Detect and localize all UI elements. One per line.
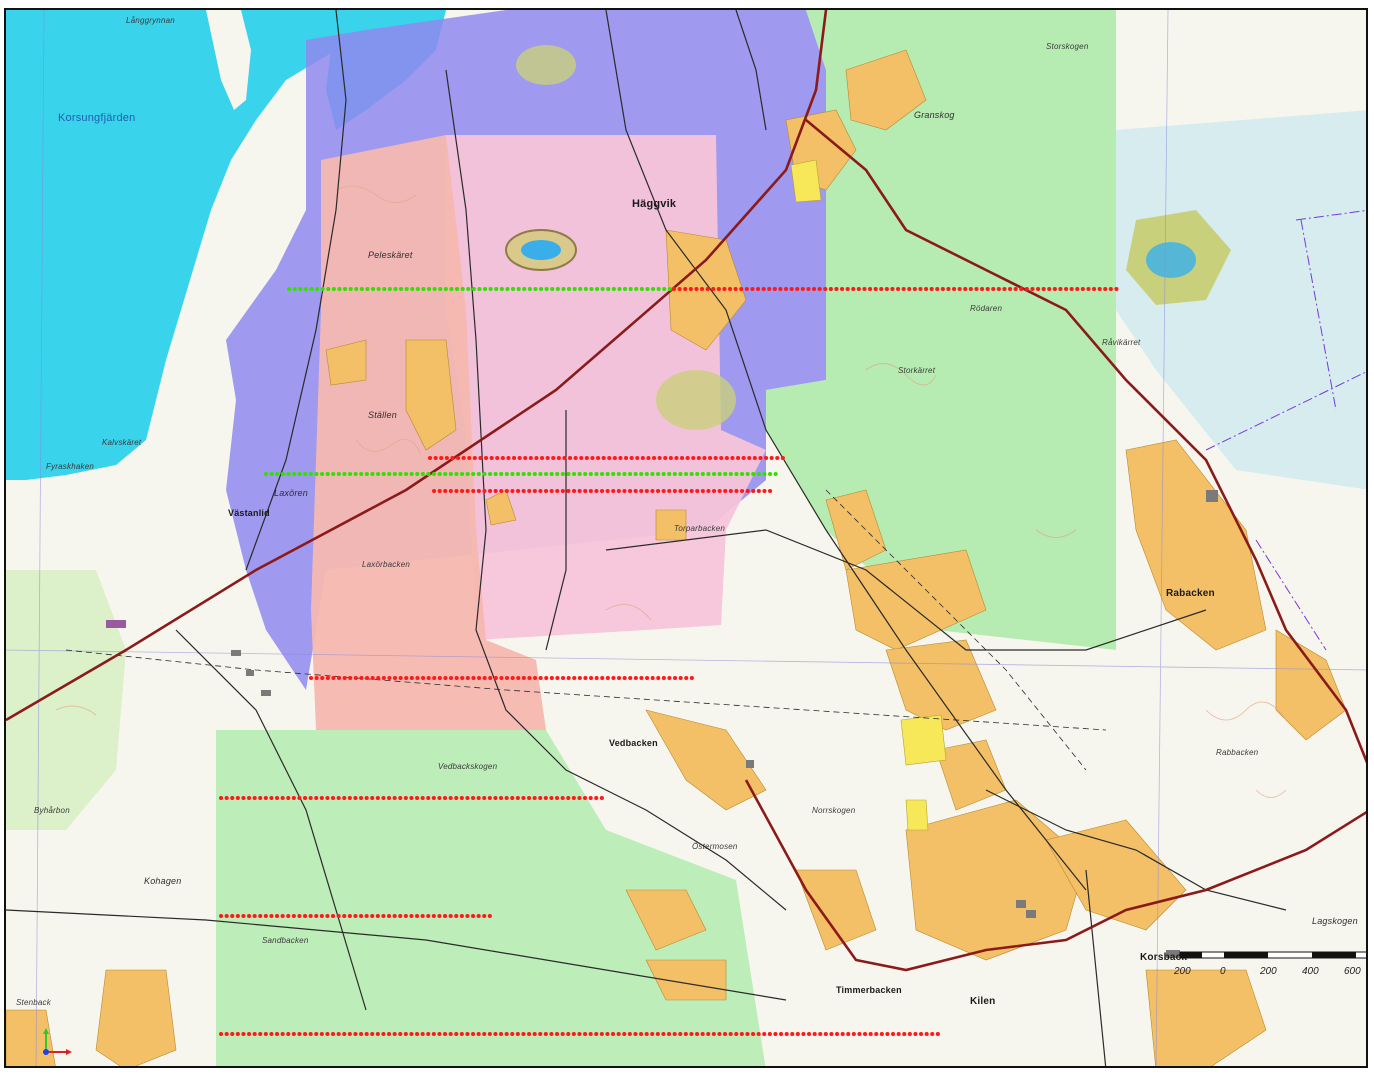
label-stenback: Stenback [16,998,51,1007]
label-norrskogen: Norrskogen [812,806,856,815]
label-vedbacken: Vedbacken [609,738,658,748]
label-haggvik: Häggvik [632,198,677,210]
label-storkarret: Storkärret [898,366,936,375]
yellow-fields [790,159,947,831]
road-ring-east [805,119,1366,764]
label-kilen: Kilen [970,996,996,1007]
label-langgrynnan: Långgrynnan [126,16,175,25]
label-stallen: Ställen [368,410,397,420]
scale-tick-4: 600 [1344,966,1361,977]
axis-orientation-icon [38,1026,78,1060]
label-korsungfjarden: Korsungfjärden [58,112,136,124]
scale-bar-graphic [1179,951,1366,959]
wetland-east [1116,110,1366,490]
lake-east [1146,242,1196,278]
label-vedbackskogen: Vedbackskogen [438,762,498,771]
scale-tick-0: 200 [1174,966,1191,977]
sea-area [6,10,336,480]
label-ostermosen: Östermosen [692,842,738,851]
green-zone-sw [6,570,126,830]
scale-tick-3: 400 [1302,966,1319,977]
label-vastanlid: Västanlid [228,508,270,518]
label-sandbacken: Sandbacken [262,936,309,945]
label-granskog: Granskog [914,110,955,120]
minor-roads [6,10,1287,1066]
olive-patch-3 [516,45,576,85]
lake-haggvik-water [521,240,561,260]
label-kohagen: Kohagen [144,876,182,886]
label-raavikarret: Råvikärret [1102,338,1141,347]
label-kalvskaret: Kalvskäret [102,438,142,447]
olive-patch-2 [656,370,736,430]
map-canvas[interactable] [6,10,1368,1068]
buildings [106,490,1218,958]
island [206,10,251,110]
scale-bar: 200 0 200 400 600 [1174,948,1366,988]
road-south [744,779,1366,972]
contours [55,185,1287,798]
scale-tick-2: 200 [1260,966,1277,977]
label-timmerbacken: Timmerbacken [836,985,902,995]
main-roads [6,10,1366,972]
scale-tick-1: 0 [1220,966,1226,977]
label-korsback: Korsback [1140,952,1188,963]
label-byharbon: Byhårbon [34,806,70,815]
label-fyraskhaken: Fyraskhaken [46,462,94,471]
label-laxorbacken: Laxörbacken [362,560,411,569]
label-rabbacken: Rabbacken [1216,748,1259,757]
survey-lines-red [219,287,1120,1036]
label-lagskogen: Lagskogen [1312,916,1358,926]
survey-lines-green [264,287,783,476]
map-frame[interactable]: Korsungfjärden Häggvik Västanlid Vedback… [4,8,1368,1068]
label-laxoren: Laxören [274,488,308,498]
label-rabacken: Rabacken [1166,588,1215,599]
road-main-diagonal [6,10,828,722]
label-peleskaret: Peleskäret [368,250,413,260]
label-rodaren: Rödaren [970,304,1003,313]
green-zone-s [216,730,766,1066]
purple-boundary [1205,210,1366,651]
power-lines [65,489,1107,771]
label-storskogen: Storskogen [1046,42,1089,51]
farm-fields [6,49,1347,1066]
label-torparbacken: Torparbacken [674,524,726,533]
green-zone-ne [766,10,1116,650]
